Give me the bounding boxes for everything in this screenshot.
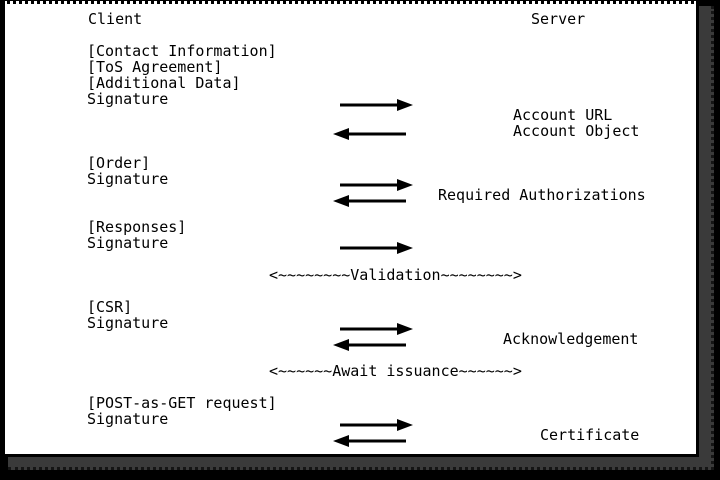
server-response-line: Acknowledgement xyxy=(503,330,639,348)
client-message-line: Signature xyxy=(87,234,169,252)
client-message-line: [Order] xyxy=(87,154,151,172)
client-message-line: [Additional Data] xyxy=(87,74,241,92)
client-message-line: [ToS Agreement] xyxy=(87,58,223,76)
validation-banner: <~~~~~~~~Validation~~~~~~~~> xyxy=(269,266,522,284)
client-message-line: [CSR] xyxy=(87,298,133,316)
client-message-line: [Responses] xyxy=(87,218,187,236)
await-issuance-banner: <~~~~~~Await issuance~~~~~~> xyxy=(269,362,522,380)
client-message-line: Signature xyxy=(87,170,169,188)
request-arrow-icon xyxy=(340,242,413,254)
client-message-line: Signature xyxy=(87,314,169,332)
client-message-line: [Contact Information] xyxy=(87,42,277,60)
server-response-line: Account Object xyxy=(513,122,640,140)
client-message-line: Signature xyxy=(87,90,169,108)
response-arrow-icon xyxy=(333,195,406,207)
response-arrow-icon xyxy=(333,128,406,140)
server-response-line: Certificate xyxy=(540,426,640,444)
request-arrow-icon xyxy=(340,323,413,335)
client-message-line: Signature xyxy=(87,410,169,428)
request-arrow-icon xyxy=(340,99,413,111)
client-message-line: [POST-as-GET request] xyxy=(87,394,277,412)
request-arrow-icon xyxy=(340,419,413,431)
sequence-diagram-window: Client Server [Contact Information] [ToS… xyxy=(2,1,699,457)
server-response-line: Account URL xyxy=(513,106,613,124)
response-arrow-icon xyxy=(333,435,406,447)
server-response-line: Required Authorizations xyxy=(438,186,646,204)
response-arrow-icon xyxy=(333,339,406,351)
client-column-header: Client xyxy=(88,10,143,28)
server-column-header: Server xyxy=(531,10,586,28)
request-arrow-icon xyxy=(340,179,413,191)
